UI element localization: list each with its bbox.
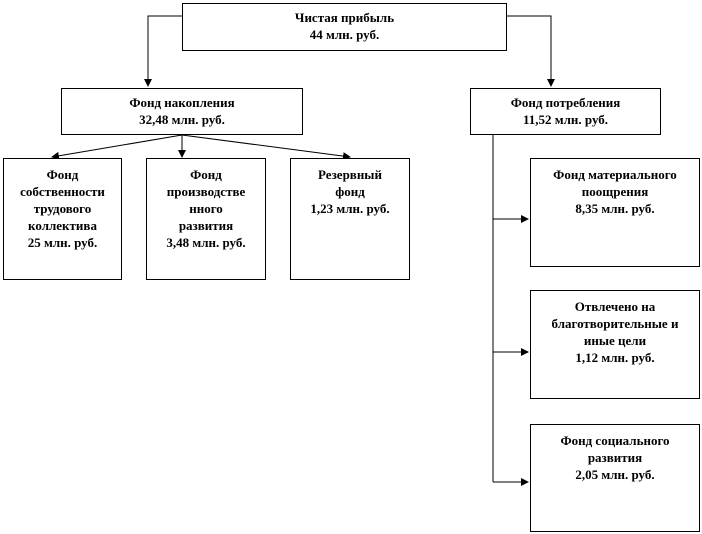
node-label: Фонд — [190, 167, 222, 182]
node-material-incentive-fund: Фонд материального поощрения 8,35 млн. р… — [530, 158, 700, 267]
node-social-development-fund: Фонд социального развития 2,05 млн. руб. — [530, 424, 700, 532]
node-net-profit: Чистая прибыль 44 млн. руб. — [182, 3, 507, 51]
node-label: иные цели — [583, 333, 647, 348]
node-value: 32,48 млн. руб. — [139, 112, 225, 127]
node-production-development-fund: Фонд производстве нного развития 3,48 мл… — [146, 158, 266, 280]
node-label: Резервный — [318, 167, 382, 182]
node-label: нного — [189, 201, 223, 216]
edge-root-potr — [507, 15, 555, 87]
node-value: 1,23 млн. руб. — [310, 201, 390, 216]
node-value: 25 млн. руб. — [27, 235, 98, 250]
node-label: собственности — [20, 184, 105, 199]
node-label: поощрения — [581, 184, 649, 199]
edge-nak-sob — [51, 134, 183, 160]
node-value: 44 млн. руб. — [309, 27, 380, 42]
node-value: 2,05 млн. руб. — [575, 467, 655, 482]
edge-root-nak — [144, 15, 182, 87]
node-labor-collective-property-fund: Фонд собственности трудового коллектива … — [3, 158, 122, 280]
node-value: 1,12 млн. руб. — [575, 350, 655, 365]
node-accumulation-fund: Фонд накопления 32,48 млн. руб. — [61, 88, 303, 135]
node-label: Чистая прибыль — [294, 10, 395, 25]
node-label: Фонд накопления — [129, 95, 235, 110]
node-reserve-fund: Резервный фонд 1,23 млн. руб. — [290, 158, 410, 280]
node-label: Отвлечено на — [574, 299, 656, 314]
node-label: производстве — [166, 184, 246, 199]
node-label: благотворительные и — [551, 316, 679, 331]
node-value: 3,48 млн. руб. — [166, 235, 246, 250]
node-consumption-fund: Фонд потребления 11,52 млн. руб. — [470, 88, 661, 135]
node-label: Фонд материального — [553, 167, 677, 182]
node-label: коллектива — [28, 218, 97, 233]
node-value: 8,35 млн. руб. — [575, 201, 655, 216]
node-charity-allocation: Отвлечено на благотворительные и иные це… — [530, 290, 700, 399]
node-value: 11,52 млн. руб. — [522, 112, 609, 127]
edge-nak-rez — [181, 134, 351, 161]
node-label: Фонд — [46, 167, 79, 182]
node-label: развития — [587, 450, 643, 465]
node-label: Фонд социального — [560, 433, 670, 448]
node-label: фонд — [335, 184, 365, 199]
node-label: развития — [178, 218, 234, 233]
node-label: Фонд потребления — [510, 95, 621, 110]
node-label: трудового — [33, 201, 92, 216]
